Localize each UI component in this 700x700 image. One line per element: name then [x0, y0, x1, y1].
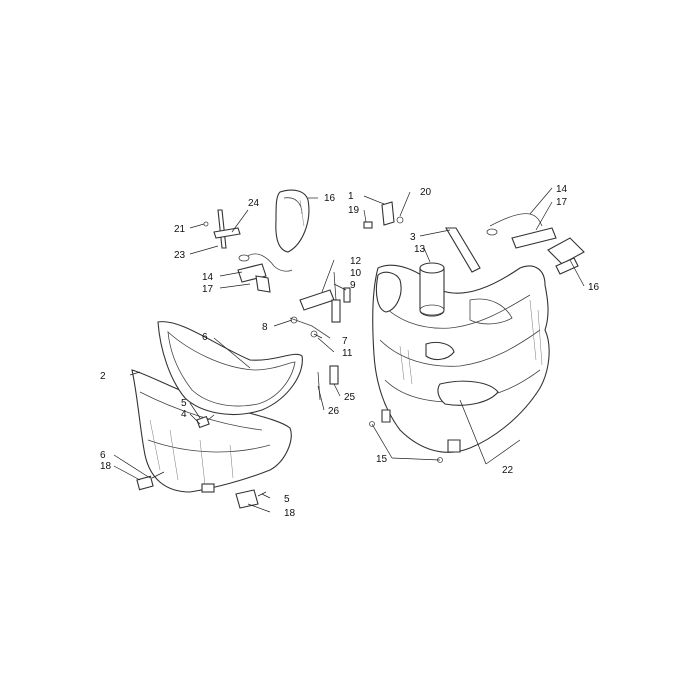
callout-17: 17	[202, 284, 214, 295]
callout-7: 7	[342, 336, 348, 347]
callout-5: 5	[284, 494, 290, 505]
callout-13: 13	[414, 244, 426, 255]
lower-side-panel	[131, 369, 292, 493]
callout-18: 18	[100, 461, 112, 472]
duct-tube	[419, 262, 445, 317]
cable-assembly-right	[486, 213, 585, 275]
callout-14: 14	[202, 272, 214, 283]
leader-lines	[113, 187, 585, 513]
callout-8: 8	[262, 322, 268, 333]
callout-12: 12	[350, 256, 362, 267]
callout-5: 5	[181, 398, 187, 409]
callout-16: 16	[324, 193, 336, 204]
callout-26: 26	[328, 406, 340, 417]
callout-10: 10	[350, 268, 362, 279]
callout-21: 21	[174, 224, 186, 235]
callout-2: 2	[100, 371, 106, 382]
front-shield	[372, 264, 550, 453]
callout-1: 1	[348, 191, 354, 202]
latch-mechanism	[289, 287, 351, 401]
callout-4: 4	[181, 409, 187, 420]
clip-hardware-left	[136, 414, 267, 509]
cable-assembly-left	[237, 253, 293, 293]
callout-19: 19	[348, 205, 360, 216]
callout-17: 17	[556, 197, 568, 208]
callout-18: 18	[284, 508, 296, 519]
callout-14: 14	[556, 184, 568, 195]
callout-16: 16	[588, 282, 600, 293]
callout-24: 24	[248, 198, 260, 209]
callout-3: 3	[410, 232, 416, 243]
callout-23: 23	[174, 250, 186, 261]
callout-6: 6	[100, 450, 106, 461]
callout-20: 20	[420, 187, 432, 198]
callout-11: 11	[342, 348, 353, 359]
callout-25: 25	[344, 392, 356, 403]
shield-top-hardware	[363, 201, 481, 463]
callout-9: 9	[350, 280, 356, 291]
inspection-cover	[275, 189, 310, 253]
callout-22: 22	[502, 465, 514, 476]
callout-15: 15	[376, 454, 388, 465]
callout-labels: 2 6 5 4 6 18 5 18 21 23 24 16 14 17 12 1…	[100, 184, 600, 519]
callout-6: 6	[202, 332, 208, 343]
